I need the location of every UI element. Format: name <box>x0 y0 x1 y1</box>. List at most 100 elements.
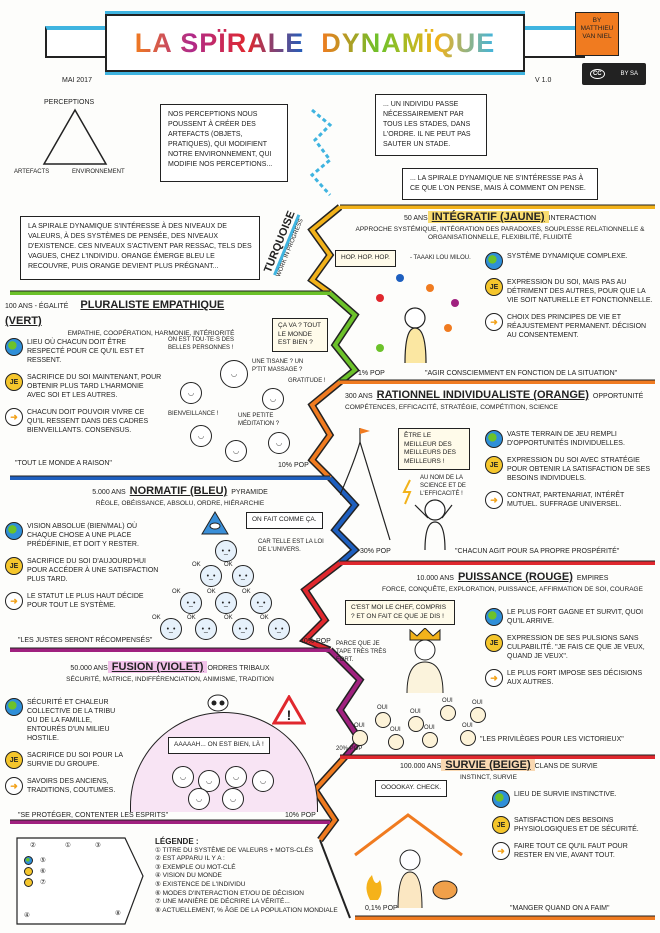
arrow-icon: ➜ <box>492 842 510 860</box>
face-icon: •_• <box>160 618 182 640</box>
legend-mark: ⑥ <box>40 868 46 875</box>
keywords: FORCE, CONQUÊTE, EXPLORATION, PUISSANCE,… <box>382 586 643 593</box>
smiley-face-icon: ◡ <box>180 382 202 404</box>
globe-icon <box>485 252 503 270</box>
world-text: VISION ABSOLUE (BIEN/MAL) OÙ CHAQUE CHOS… <box>27 523 139 548</box>
note-niveaux: LA SPIRALE DYNAMIQUE S'INTÉRESSE À DES N… <box>20 216 260 280</box>
age: 100 ANS - ÉGALITÉ <box>5 303 69 310</box>
section-extra: EMPIRES <box>576 575 609 582</box>
triangle-label-artefacts: ARTEFACTS <box>14 169 50 175</box>
triangle-icon <box>42 108 108 165</box>
follower-icon <box>460 730 476 746</box>
legend-item: ① TITRE DU SYSTÈME DE VALEURS + MOTS-CLÉ… <box>155 846 314 854</box>
je-icon: JE <box>485 634 503 652</box>
legend-mark: ① <box>65 842 71 849</box>
decision-text: LE PLUS FORT IMPOSE SES DÉCISIONS AUX AU… <box>507 670 643 686</box>
quote: "TOUT LE MONDE A RAISON" <box>15 460 112 467</box>
king-figure-icon <box>406 628 444 693</box>
ok-label: OK <box>260 615 269 621</box>
bubble-green-4: BIENVEILLANCE ! <box>168 411 219 417</box>
section-orange-items: VASTE TERRAIN DE JEU REMPLI D'OPPORTUNIT… <box>485 430 655 517</box>
smiley-face-icon: ◡ <box>190 425 212 447</box>
legend-item: ② EST APPARU IL Y A : <box>155 855 225 863</box>
arrow-icon: ➜ <box>485 313 503 331</box>
keywords: EMPATHIE, COOPÉRATION, HARMONIE, INTÉRIO… <box>67 330 235 337</box>
date: MAI 2017 <box>62 77 92 84</box>
legend-mark: ⑦ <box>40 879 46 886</box>
cc-license-badge[interactable]: CC BY SA <box>582 63 646 85</box>
section-extra: PYRAMIDE <box>231 489 268 496</box>
face-icon: •_• <box>200 565 222 587</box>
legend-item: ③ EXEMPLE OU MOT-CLÉ <box>155 863 236 871</box>
eye-pyramid-icon <box>201 511 229 535</box>
mountain-climber-icon <box>340 428 453 550</box>
note-perceptions: NOS PERCEPTIONS NOUS POUSSENT À CRÉER DE… <box>160 104 288 182</box>
bubble-blue-0: ON FAIT COMME ÇA. <box>246 512 323 529</box>
je-icon: JE <box>5 557 23 575</box>
legend-diagram <box>16 837 144 925</box>
decision-text: LE STATUT LE PLUS HAUT DÉCIDE POUR TOUT … <box>27 593 144 609</box>
arrow-icon: ➜ <box>485 491 503 509</box>
globe-icon <box>492 790 510 808</box>
je-icon: JE <box>485 278 503 296</box>
note-stades: ... UN INDIVIDU PASSE NÉCESSAIREMENT PAR… <box>375 94 487 156</box>
section-green-items: LIEU OÙ CHACUN DOIT ÊTRE RESPECTÉ POUR C… <box>5 338 163 443</box>
arrow-icon <box>24 878 33 887</box>
face-icon: •_• <box>268 618 290 640</box>
self-text: EXPRESSION DE SES PULSIONS SANS CULPABIL… <box>507 635 645 660</box>
ok-label: OK <box>207 589 216 595</box>
globe-icon <box>485 430 503 448</box>
note-comment-on-pense: ... LA SPIRALE DYNAMIQUE NE S'INTÉRESSE … <box>402 168 598 200</box>
section-title: FUSION (VIOLET) <box>107 661 208 673</box>
bubble-green-0: ÇA VA ? TOUT LE MONDE EST BIEN ? <box>272 318 328 352</box>
spiral-orange <box>309 380 342 480</box>
section-extra: OPPORTUNITÉ <box>592 393 644 400</box>
je-icon: JE <box>485 456 503 474</box>
face-icon: •_• <box>215 540 237 562</box>
quote: "LES PRIVILÈGES POUR LES VICTORIEUX" <box>480 736 624 743</box>
globe-icon <box>485 608 503 626</box>
author-name: MATTHIEU VAN NIEL <box>580 25 614 40</box>
version: V 1.0 <box>535 77 552 84</box>
keywords: RÈGLE, OBÉISSANCE, ABSOLU, ORDRE, HIÉRAR… <box>95 500 265 507</box>
quote: "MANGER QUAND ON A FAIM" <box>510 905 610 912</box>
decision-text: CHOIX DES PRINCIPES DE VIE ET RÉAJUSTEME… <box>507 314 647 339</box>
spiral-yellow <box>309 205 342 295</box>
self-text: EXPRESSION DU SOI AVEC STRATÉGIE POUR OB… <box>507 457 651 482</box>
spiral-turquoise <box>309 108 333 197</box>
section-extra: CLANS DE SURVIE <box>534 763 598 770</box>
oui-label: OUI <box>354 723 365 729</box>
section-title: NORMATIF (BLEU) <box>129 485 228 497</box>
section-violet-items: SÉCURITÉ ET CHALEUR COLLECTIVE DE LA TRI… <box>5 698 125 803</box>
section-title: PUISSANCE (ROUGE) <box>457 571 573 583</box>
world-text: VASTE TERRAIN DE JEU REMPLI D'OPPORTUNIT… <box>507 431 625 447</box>
smiley-face-icon: ◡ <box>252 770 274 792</box>
oui-label: OUI <box>462 723 473 729</box>
oui-label: OUI <box>424 725 435 731</box>
license-terms: BY SA <box>620 71 639 77</box>
skull-icon <box>207 694 229 712</box>
bubble-green-5: UNE PETITE MÉDITATION ? <box>238 413 280 427</box>
legend-mark: ③ <box>95 842 101 849</box>
oui-label: OUI <box>390 727 401 733</box>
legend-item: ⑧ ACTUELLEMENT, % ÂGE DE LA POPULATION M… <box>155 906 338 914</box>
juggler-figure-icon <box>376 274 459 364</box>
population-share: 20% POP <box>336 746 363 752</box>
spiral-red <box>301 561 342 652</box>
follower-icon <box>470 707 486 723</box>
bubble-orange-0: ÊTRE LE MEILLEUR DES MEILLEURS DES MEILL… <box>398 428 470 470</box>
spiral-green <box>328 291 358 384</box>
globe-icon <box>5 338 23 356</box>
face-icon: •_• <box>180 592 202 614</box>
section-red-items: LE PLUS FORT GAGNE ET SURVIT, QUOI QU'IL… <box>485 608 655 695</box>
bubble-green-3: GRATITUDE ! <box>288 378 326 384</box>
ok-label: OK <box>224 615 233 621</box>
ok-label: OK <box>242 589 251 595</box>
smiley-face-icon: ◡ <box>225 440 247 462</box>
